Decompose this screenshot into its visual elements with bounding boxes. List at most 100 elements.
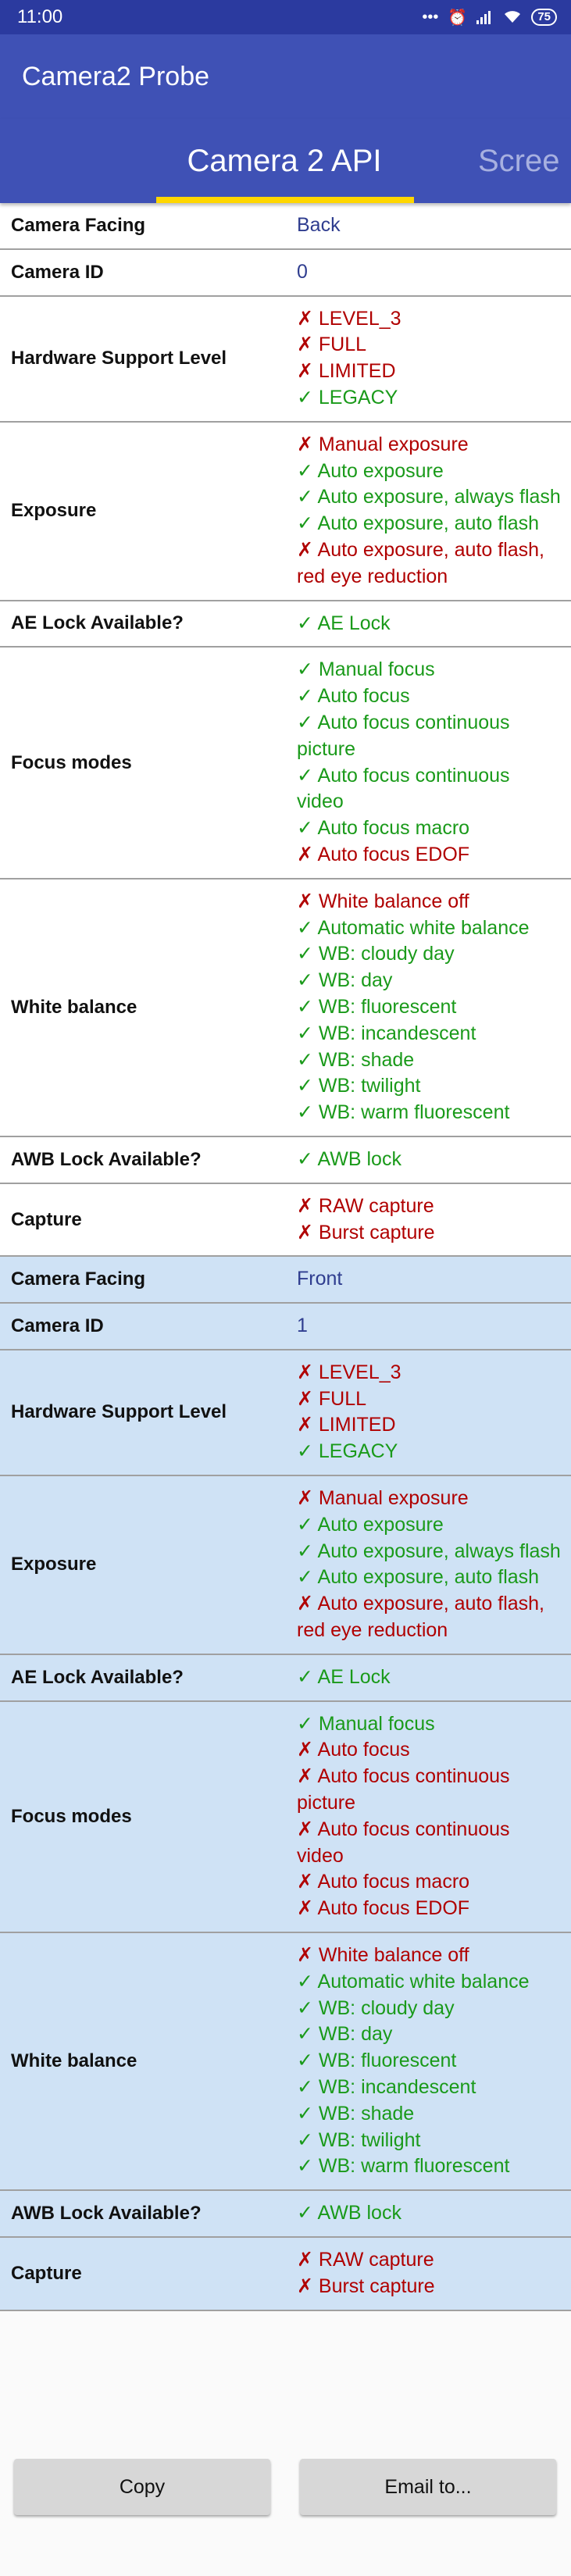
feature-label: AE Lock	[317, 1665, 391, 1688]
row-white-balance: White balance ✗ White balance off✓ Automa…	[0, 879, 571, 1137]
cross-icon: ✗	[297, 1387, 313, 1410]
check-icon: ✓	[297, 943, 313, 965]
tab-indicator	[156, 197, 414, 203]
cross-icon: ✗	[297, 1487, 313, 1510]
cross-icon: ✗	[297, 1221, 313, 1243]
cross-icon: ✗	[297, 2275, 313, 2297]
email-button[interactable]: Email to...	[300, 2459, 556, 2515]
row-label: Camera Facing	[11, 214, 146, 236]
check-icon: ✓	[297, 1048, 313, 1071]
cross-icon: ✗	[297, 360, 313, 383]
app-bar: Camera2 Probe	[0, 34, 571, 119]
row-white-balance: White balance✗ White balance off✓ Automa…	[0, 1933, 571, 2192]
feature-item: ✓ WB: warm fluorescent	[297, 1100, 562, 1126]
feature-label: Auto exposure, always flash	[317, 1540, 561, 1562]
feature-label: WB: shade	[318, 2102, 415, 2125]
feature-label: WB: twilight	[318, 2128, 421, 2151]
tab-screen[interactable]: Scree	[478, 143, 560, 178]
check-icon: ✓	[297, 1665, 313, 1688]
check-icon: ✓	[297, 969, 313, 992]
feature-item: ✗ Auto exposure, auto flash, red eye red…	[297, 537, 562, 590]
feature-item: ✗ Auto focus continuous video	[297, 1817, 562, 1870]
feature-label: WB: fluorescent	[318, 995, 457, 1018]
feature-item: ✗ Auto focus EDOF	[297, 842, 562, 869]
feature-label: WB: cloudy day	[318, 1996, 455, 2019]
feature-label: Auto exposure, always flash	[317, 486, 561, 508]
row-label: AE Lock Available?	[11, 612, 184, 634]
feature-item: ✗ Manual exposure	[297, 1486, 562, 1512]
feature-label: LIMITED	[318, 360, 396, 383]
feature-item: ✗ LIMITED	[297, 359, 562, 385]
feature-label: Auto focus continuous picture	[297, 1765, 510, 1814]
feature-label: RAW capture	[318, 2249, 434, 2271]
cross-icon: ✗	[297, 843, 313, 865]
value-text: Back	[297, 214, 341, 236]
row-label: Camera Facing	[11, 1268, 146, 1290]
cross-icon: ✗	[297, 890, 313, 912]
feature-label: Auto exposure	[317, 1513, 444, 1536]
row-label: AWB Lock Available?	[11, 1148, 202, 1170]
row-value: 1	[284, 1304, 571, 1349]
copy-button[interactable]: Copy	[14, 2459, 270, 2515]
feature-label: AE Lock	[317, 612, 391, 634]
feature-label: Auto focus macro	[317, 1871, 470, 1893]
check-icon: ✓	[297, 1566, 313, 1589]
tab-camera2-api[interactable]: Camera 2 API	[187, 143, 382, 178]
check-icon: ✓	[297, 1440, 313, 1463]
row-label: Focus modes	[11, 1805, 132, 1827]
feature-label: WB: twilight	[318, 1075, 421, 1097]
feature-label: LIMITED	[318, 1414, 396, 1436]
row-label: Hardware Support Level	[11, 348, 227, 369]
row-value: Front	[284, 1257, 571, 1302]
cross-icon: ✗	[297, 1944, 313, 1967]
feature-item: ✓ WB: cloudy day	[297, 941, 562, 968]
feature-item: ✗ Auto exposure, auto flash, red eye red…	[297, 1591, 562, 1644]
row-value: ✓ Manual focus✓ Auto focus✓ Auto focus c…	[284, 648, 571, 877]
row-value: ✓ AWB lock	[284, 2191, 571, 2236]
feature-label: WB: fluorescent	[318, 2050, 457, 2072]
cross-icon: ✗	[297, 307, 313, 330]
cross-icon: ✗	[297, 1897, 313, 1920]
feature-label: Auto focus	[317, 1739, 410, 1761]
feature-label: Auto focus macro	[317, 817, 470, 840]
feature-label: Automatic white balance	[317, 1970, 530, 1993]
feature-item: ✓ WB: fluorescent	[297, 994, 562, 1021]
cross-icon: ✗	[297, 1765, 313, 1788]
row-value: ✗ RAW capture✗ Burst capture	[284, 1184, 571, 1256]
row-focus-modes: Focus modes✓ Manual focus✗ Auto focus✗ A…	[0, 1701, 571, 1934]
value-text: Front	[297, 1268, 343, 1290]
check-icon: ✓	[297, 817, 313, 840]
check-icon: ✓	[297, 916, 313, 939]
feature-item: ✓ WB: twilight	[297, 2128, 562, 2154]
row-label: Exposure	[11, 500, 97, 522]
row-label: White balance	[11, 996, 137, 1018]
feature-item: ✓ WB: incandescent	[297, 2075, 562, 2101]
check-icon: ✓	[297, 1970, 313, 1993]
row-value: ✗ White balance off✓ Automatic white bal…	[284, 879, 571, 1136]
feature-item: ✓ Automatic white balance	[297, 1969, 562, 1996]
feature-item: ✗ Manual exposure	[297, 432, 562, 458]
feature-label: White balance off	[318, 890, 469, 912]
row-hardware-support-level: Hardware Support Level✗ LEVEL_3✗ FULL✗ L…	[0, 296, 571, 423]
cross-icon: ✗	[297, 1361, 313, 1383]
feature-label: WB: day	[318, 2023, 393, 2046]
feature-label: LEGACY	[318, 1440, 398, 1463]
feature-label: White balance off	[318, 1944, 469, 1967]
check-icon: ✓	[297, 764, 313, 787]
feature-item: ✓ LEGACY	[297, 1439, 562, 1465]
feature-item: ✓ WB: shade	[297, 2101, 562, 2128]
status-icons: ••• ⏰ 75	[422, 8, 557, 27]
feature-item: ✗ LIMITED	[297, 1412, 562, 1439]
feature-label: Auto focus EDOF	[317, 843, 470, 865]
feature-label: Auto focus continuous picture	[297, 711, 510, 760]
feature-label: WB: warm fluorescent	[318, 1101, 510, 1124]
feature-label: Auto focus continuous video	[297, 764, 510, 813]
check-icon: ✓	[297, 1513, 313, 1536]
feature-item: ✗ LEVEL_3	[297, 1360, 562, 1386]
check-icon: ✓	[297, 1540, 313, 1562]
check-icon: ✓	[297, 995, 313, 1018]
row-label: Focus modes	[11, 751, 132, 773]
feature-item: ✓ Auto exposure, auto flash	[297, 1565, 562, 1591]
